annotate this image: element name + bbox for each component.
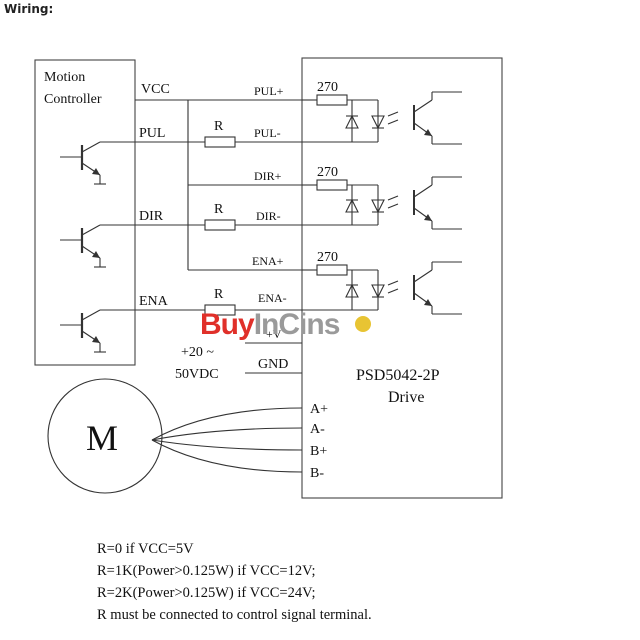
- power-wiring: [245, 342, 302, 374]
- note-line-4: R must be connected to control signal te…: [97, 607, 372, 623]
- internal-resistor-1-label: 270: [317, 80, 338, 95]
- pul-resistor-label: R: [214, 119, 224, 134]
- terminal-dir-minus: DIR-: [256, 209, 281, 223]
- dir-transistor: [60, 224, 106, 268]
- motor-phase-wiring: [151, 407, 303, 473]
- buyincoins-watermark: BuyInCins: [200, 308, 340, 341]
- dir-wiring: [100, 219, 302, 231]
- ena-wiring: [100, 304, 302, 316]
- ena-resistor-label: R: [214, 287, 224, 302]
- ena-transistor: [60, 309, 106, 353]
- terminal-gnd: GND: [258, 357, 288, 372]
- dir-label: DIR: [139, 209, 164, 224]
- pul-transistor: [60, 141, 106, 185]
- terminal-vplus: +V: [266, 327, 282, 341]
- terminal-b-minus: B-: [310, 466, 324, 481]
- terminal-ena-plus: ENA+: [252, 254, 284, 268]
- motion-controller-box: [34, 59, 136, 366]
- pul-label: PUL: [139, 126, 165, 141]
- terminal-pul-minus: PUL-: [254, 126, 281, 140]
- terminal-ena-minus: ENA-: [258, 291, 287, 305]
- note-line-2: R=1K(Power>0.125W) if VCC=12V;: [97, 563, 316, 579]
- vcc-wiring: [135, 99, 302, 271]
- internal-resistor-2-label: 270: [317, 165, 338, 180]
- drive-box: [301, 57, 503, 499]
- ena-label: ENA: [139, 294, 169, 309]
- terminal-a-minus: A-: [310, 422, 325, 437]
- drive-label: Drive: [388, 389, 424, 406]
- power-voltage-label: 50VDC: [175, 367, 219, 382]
- pul-wiring: [100, 136, 302, 148]
- coin-logo-icon: [355, 316, 371, 332]
- motor-symbol: [47, 378, 163, 494]
- drive-model-label: PSD5042-2P: [356, 367, 440, 384]
- terminal-dir-plus: DIR+: [254, 169, 282, 183]
- motor-label: M: [86, 418, 118, 458]
- terminal-a-plus: A+: [310, 402, 328, 417]
- opto-channel-ena: [302, 261, 462, 315]
- terminal-b-plus: B+: [310, 444, 327, 459]
- opto-channel-dir: [302, 176, 462, 230]
- page-title: Wiring:: [4, 2, 53, 16]
- terminal-pul-plus: PUL+: [254, 84, 284, 98]
- dir-resistor-label: R: [214, 202, 224, 217]
- internal-resistor-3-label: 270: [317, 250, 338, 265]
- controller-label-line1: Motion: [44, 70, 85, 85]
- note-line-1: R=0 if VCC=5V: [97, 541, 194, 557]
- vcc-label: VCC: [141, 82, 170, 97]
- note-line-3: R=2K(Power>0.125W) if VCC=24V;: [97, 585, 316, 601]
- opto-channel-pul: [302, 91, 462, 145]
- controller-label-line2: Controller: [44, 92, 102, 107]
- power-range-label: +20 ~: [181, 345, 214, 360]
